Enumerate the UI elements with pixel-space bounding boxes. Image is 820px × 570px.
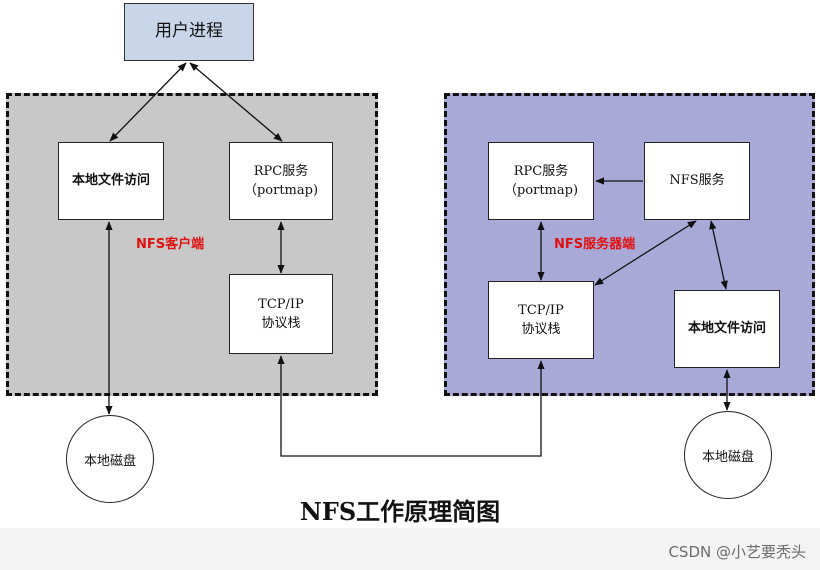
server-tcpip-sub: 协议栈	[521, 322, 561, 337]
client-rpc-title: RPC服务	[253, 163, 309, 179]
server-rpc-title: RPC服务	[513, 163, 569, 179]
client-tcpip-title: TCP/IP	[258, 296, 304, 312]
client-local-access-box: 本地文件访问	[58, 142, 164, 220]
server-tcpip-box: TCP/IP 协议栈	[488, 281, 594, 359]
arrow-nfs-to-server-tcpip	[594, 220, 697, 286]
user-process-label: 用户进程	[155, 21, 223, 42]
arrow-client-tcpip-server-tcpip	[277, 355, 545, 457]
server-nfs-service-label: NFS服务	[669, 173, 725, 189]
client-tcpip-sub: 协议栈	[261, 316, 301, 331]
server-local-access-box: 本地文件访问	[674, 290, 780, 368]
server-disk: 本地磁盘	[684, 411, 772, 499]
server-nfs-service-box: NFS服务	[644, 142, 750, 220]
user-process-box: 用户进程	[124, 3, 254, 61]
server-tcpip-title: TCP/IP	[518, 302, 564, 318]
client-rpc-box: RPC服务 （portmap)	[229, 142, 333, 220]
watermark: CSDN @小艺要秃头	[668, 543, 806, 561]
client-region-label: NFS客户端	[136, 237, 205, 252]
server-local-access-label: 本地文件访问	[687, 321, 766, 337]
server-rpc-sub: （portmap)	[503, 183, 579, 198]
client-disk-label: 本地磁盘	[83, 453, 136, 469]
client-tcpip-box: TCP/IP 协议栈	[229, 274, 333, 354]
server-rpc-box: RPC服务 （portmap)	[488, 142, 594, 220]
client-local-access-label: 本地文件访问	[71, 173, 150, 189]
client-disk: 本地磁盘	[66, 415, 154, 503]
client-rpc-sub: （portmap)	[243, 183, 319, 198]
arrow-user-to-client-rpc	[189, 62, 283, 142]
diagram-caption: NFS工作原理简图	[299, 497, 501, 526]
server-disk-label: 本地磁盘	[701, 449, 754, 465]
arrow-user-to-client-local	[109, 62, 187, 142]
arrow-nfs-to-server-local	[709, 220, 728, 290]
connector-lines	[105, 62, 731, 457]
